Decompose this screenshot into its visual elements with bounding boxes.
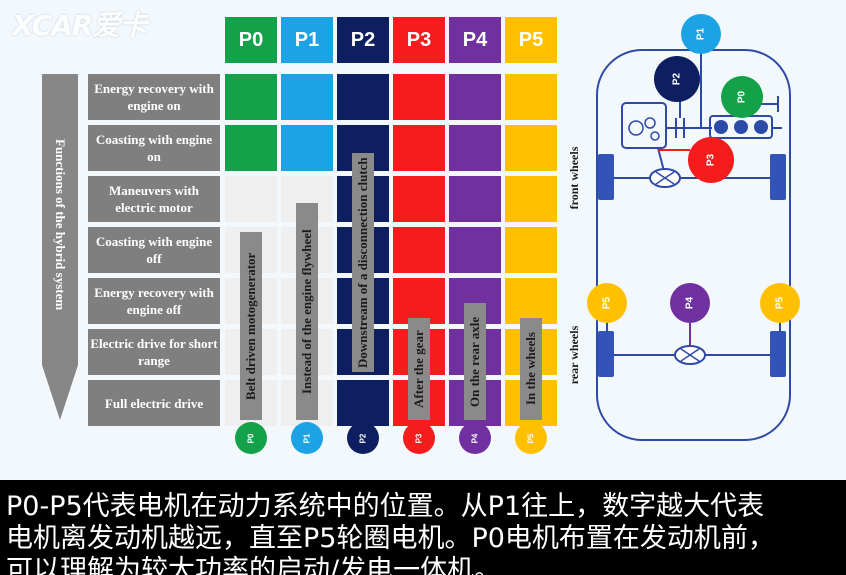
- function-cell: [337, 380, 389, 426]
- function-cell: [505, 74, 557, 120]
- watermark-logo: XCAR爱卡: [12, 9, 147, 42]
- svg-text:P4: P4: [685, 296, 696, 309]
- function-cell: [393, 227, 445, 273]
- svg-text:P5: P5: [775, 296, 786, 309]
- function-cell: [449, 176, 501, 222]
- function-row-label: Coasting with engine on: [88, 125, 220, 171]
- svg-text:P1: P1: [696, 27, 707, 40]
- front-right-wheel: [770, 154, 786, 200]
- position-header-p4: P4: [449, 17, 501, 63]
- car-motor-p0: P0: [721, 76, 763, 118]
- function-row-label: Energy recovery with engine off: [88, 278, 220, 324]
- position-header-p3: P3: [393, 17, 445, 63]
- car-motor-p3: P3: [688, 137, 734, 183]
- car-motor-p1: P1: [681, 14, 721, 54]
- svg-text:P5: P5: [602, 296, 613, 309]
- function-cell: [449, 227, 501, 273]
- position-badge-p4: P4: [459, 422, 491, 454]
- position-header-p1: P1: [281, 17, 333, 63]
- position-badge-p2: P2: [347, 422, 379, 454]
- svg-text:P2: P2: [672, 72, 683, 85]
- position-badge-p3: P3: [403, 422, 435, 454]
- function-cell: [393, 176, 445, 222]
- vehicle-layout-diagram: P1 P2 P0 P3 P5 P4 P5 front wheels rear w…: [567, 14, 800, 441]
- function-cell: [225, 74, 277, 120]
- rear-right-wheel: [770, 331, 786, 377]
- svg-text:P0: P0: [737, 90, 748, 103]
- function-cell: [505, 278, 557, 324]
- front-wheels-label: front wheels: [567, 146, 581, 209]
- diagram-panel: XCAR爱卡 Functions of the hybrid system P0…: [0, 0, 846, 480]
- position-badge-p0: P0: [235, 422, 267, 454]
- function-cell: [281, 74, 333, 120]
- position-badge-p5: P5: [515, 422, 547, 454]
- function-cell: [505, 125, 557, 171]
- function-cell: [225, 176, 277, 222]
- function-row-label: Coasting with engine off: [88, 227, 220, 273]
- position-badge-p1: P1: [291, 422, 323, 454]
- car-motor-p5-left: P5: [587, 283, 627, 323]
- caption-text: P0-P5代表电机在动力系统中的位置。从P1往上，数字越大代表 电机离发动机越远…: [0, 480, 846, 575]
- car-body-outline: [596, 49, 791, 441]
- axis-title: Functions of the hybrid system: [53, 139, 68, 311]
- car-motor-p5-right: P5: [760, 283, 800, 323]
- function-cell: [449, 125, 501, 171]
- car-motor-p4: P4: [670, 283, 710, 323]
- svg-text:P3: P3: [706, 153, 717, 166]
- position-header-p5: P5: [505, 17, 557, 63]
- function-cell: [449, 74, 501, 120]
- function-cell: [505, 227, 557, 273]
- function-cell: [225, 125, 277, 171]
- front-left-wheel: [598, 154, 614, 200]
- function-cell: [337, 74, 389, 120]
- function-row-label: Electric drive for short range: [88, 329, 220, 375]
- position-header-p2: P2: [337, 17, 389, 63]
- function-row-label: Full electric drive: [88, 380, 220, 426]
- function-cell: [393, 278, 445, 324]
- function-row-label: Energy recovery with engine on: [88, 74, 220, 120]
- position-header-p0: P0: [225, 17, 277, 63]
- function-cell: [393, 125, 445, 171]
- function-cell: [393, 74, 445, 120]
- function-cell: [505, 176, 557, 222]
- function-row-label: Maneuvers with electric motor: [88, 176, 220, 222]
- function-cell: [281, 125, 333, 171]
- car-motor-p2: P2: [654, 56, 700, 102]
- engine-block: [621, 102, 667, 149]
- rear-left-wheel: [598, 331, 614, 377]
- rear-wheels-label: rear wheels: [567, 325, 581, 384]
